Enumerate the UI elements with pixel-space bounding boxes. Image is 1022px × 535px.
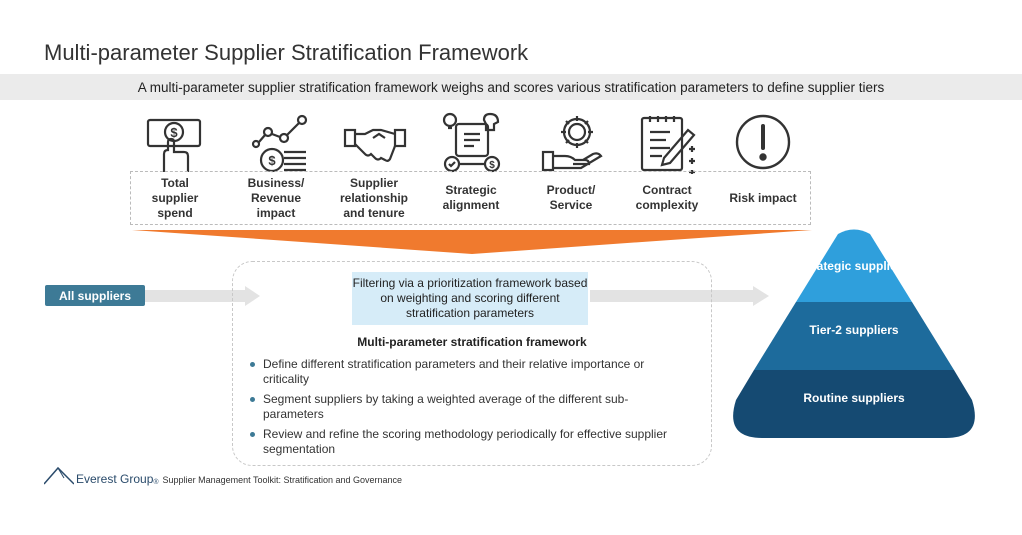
parameters-frame [130, 171, 811, 225]
parameter-strategic-alignment: Strategic alignment [442, 183, 500, 212]
bullet-dot [250, 397, 255, 402]
svg-text:$: $ [489, 160, 495, 171]
framework-bullets: Define different stratification paramete… [250, 357, 680, 462]
list-item: Define different stratification paramete… [250, 357, 680, 387]
page-title: Multi-parameter Supplier Stratification … [44, 40, 529, 65]
bullet-text: Segment suppliers by taking a weighted a… [263, 392, 629, 421]
tier-strategic-label: Strategic suppliers [799, 259, 909, 273]
contract-icon [640, 116, 696, 174]
footer: Everest Group ® Supplier Management Tool… [44, 464, 402, 486]
parameter-relationship: Supplier relationship and tenure [339, 175, 408, 220]
all-suppliers-label: All suppliers [45, 285, 145, 306]
svg-text:$: $ [170, 125, 178, 140]
footer-brand-mark: ® [153, 479, 159, 486]
parameter-business-impact: Business/ Revenue impact [247, 175, 305, 220]
list-item: Segment suppliers by taking a weighted a… [250, 392, 680, 422]
page-subtitle: A multi-parameter supplier stratificatio… [137, 80, 885, 95]
parameter-risk-impact: Risk impact [729, 190, 797, 205]
supplier-pyramid [733, 229, 975, 438]
pyramid-tier-2 [754, 302, 954, 370]
filter-text: Filtering via a prioritization framework… [352, 276, 588, 320]
everest-logo [44, 466, 74, 485]
gear-hand-icon [541, 116, 603, 172]
revenue-growth-icon: $ [251, 114, 308, 173]
flow-arrow [145, 286, 769, 306]
tier-2-label: Tier-2 suppliers [809, 323, 899, 337]
bullet-dot [250, 362, 255, 367]
bullet-text: Define different stratification paramete… [263, 357, 645, 386]
svg-text:$: $ [268, 153, 276, 168]
handshake-icon [343, 128, 407, 162]
list-item: Review and refine the scoring methodolog… [250, 427, 680, 457]
bullet-text: Review and refine the scoring methodolog… [263, 427, 667, 456]
pyramid-tier-routine [733, 370, 975, 438]
framework-panel [232, 261, 712, 466]
pyramid-tier-strategic [796, 229, 912, 302]
subtitle-band [0, 74, 1022, 100]
exclamation-icon [735, 114, 791, 170]
funnel-arrow [132, 230, 812, 254]
tier-routine-label: Routine suppliers [803, 391, 905, 405]
parameter-product-service: Product/ Service [546, 183, 596, 212]
money-hand-icon: $ [146, 118, 202, 172]
strategy-icon: $ [442, 112, 501, 173]
parameter-contract-complexity: Contract complexity [635, 183, 699, 212]
filter-box: Filtering via a prioritization framework… [352, 272, 588, 325]
bullet-dot [250, 432, 255, 437]
footer-text: Supplier Management Toolkit: Stratificat… [162, 475, 403, 485]
footer-brand: Everest Group [76, 472, 154, 486]
framework-title: Multi-parameter stratification framework [357, 335, 587, 349]
parameter-total-spend: Total supplier spend [151, 175, 199, 220]
